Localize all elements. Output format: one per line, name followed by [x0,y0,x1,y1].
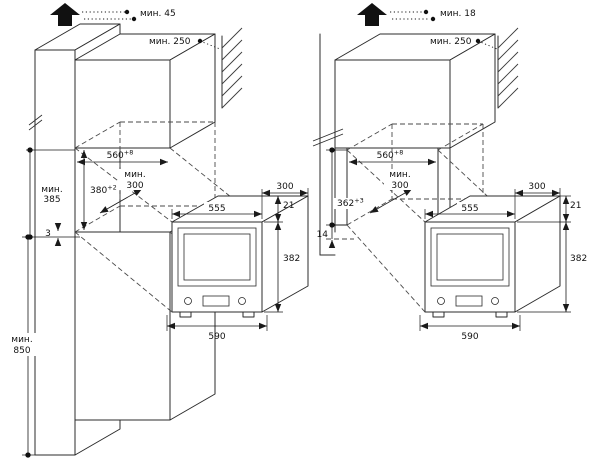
airflow-arrow-icon [50,3,80,26]
side-wall [319,33,336,256]
right-appliance-width-label: 555 [461,204,478,214]
break-marks [312,128,344,147]
control-panel [437,295,499,307]
left-top-clearance-label: мин. 45 [140,9,176,19]
reference-leaders [390,9,498,50]
left-min-floor-height-label-line2: 850 [13,346,30,356]
right-niche-depth-label-line1: мин. [389,170,410,180]
wall-hatching [497,27,519,109]
left-niche-depth-label-line1: мин. [124,170,145,180]
right-overall-width-label: 590 [461,332,478,342]
left-bottom-gap-label: 3 [45,229,51,239]
right-appliance-height-label: 382 [570,254,587,264]
left-door-overhang-label: 21 [283,201,294,211]
upper-cabinet [74,33,216,149]
wall-cabinet [334,33,496,149]
wall-hatching [221,27,243,109]
left-min-niche-total-label-line2: 385 [43,195,60,205]
labels: мин. 18 мин. 250 560+8 мин. 300 362+3 14… [317,9,588,342]
airflow-arrow-icon [357,3,387,26]
right-bottom-gap-label: 14 [317,230,329,240]
labels: мин. 45 мин. 250 560+8 мин. 300 380+2 ми… [8,9,300,356]
left-niche-depth-label-line2: 300 [126,181,143,191]
reference-leaders [82,9,221,50]
right-niche-width-label: 560+8 [377,149,404,162]
right-niche-height-label: 362+3 [337,197,364,210]
right-wall-clearance-label: мин. 250 [430,37,472,47]
right-appliance-depth-label: 300 [528,182,545,192]
break-marks [28,114,43,131]
dimension-lines [326,147,571,331]
left-appliance-width-label: 555 [208,204,225,214]
left-appliance-height-label: 382 [283,254,300,264]
left-installation-view: мин. 45 мин. 250 560+8 мин. 300 380+2 ми… [8,3,309,458]
right-installation-view: мин. 18 мин. 250 560+8 мин. 300 362+3 14… [312,3,588,342]
right-niche-depth-label-line2: 300 [391,181,408,191]
left-appliance-depth-label: 300 [276,182,293,192]
left-wall-clearance-label: мин. 250 [149,37,191,47]
microwave-oven [171,195,309,318]
left-niche-height-label: 380+2 [90,184,117,197]
left-overall-width-label: 590 [208,332,225,342]
left-min-floor-height-label-line1: мин. [11,335,32,345]
left-niche-width-label: 560+8 [107,149,134,162]
right-top-clearance-label: мин. 18 [440,9,476,19]
right-door-overhang-label: 21 [570,201,581,211]
control-panel [184,295,246,307]
left-min-niche-total-label-line1: мин. [41,185,62,195]
